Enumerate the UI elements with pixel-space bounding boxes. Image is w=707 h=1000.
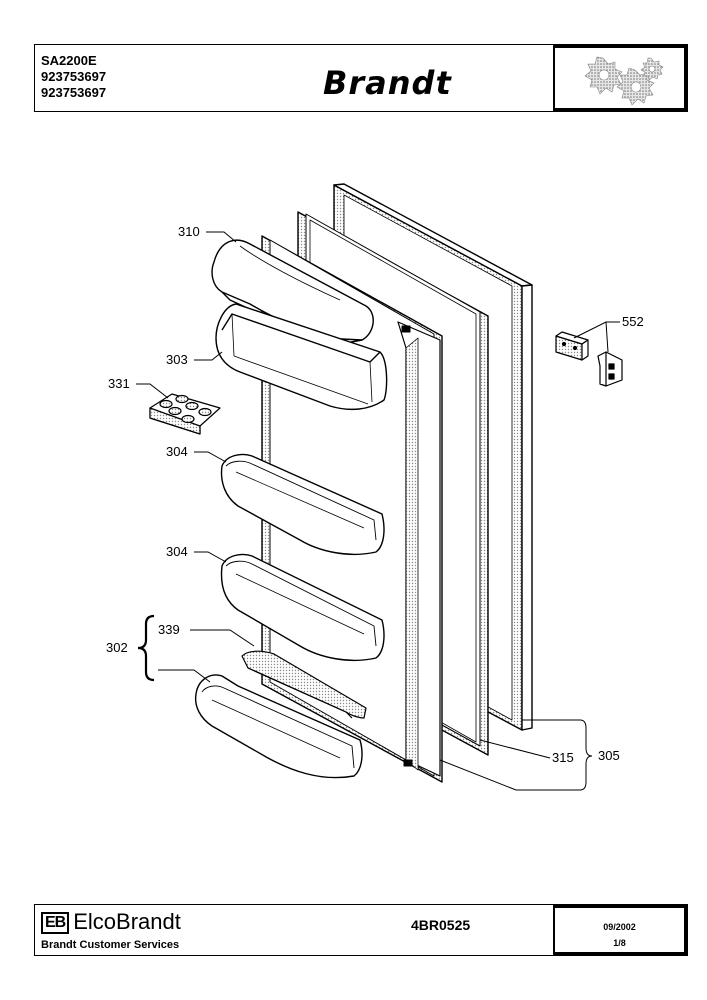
leader-lines <box>136 231 620 791</box>
document-reference: 4BR0525 <box>411 917 471 933</box>
part-303-shelf-tray <box>215 303 388 411</box>
page-number: 1/8 <box>613 938 626 948</box>
label-304-b: 304 <box>166 544 188 559</box>
part-304-bottle-rack-1 <box>220 453 385 555</box>
gears-box <box>553 45 687 111</box>
label-331: 331 <box>108 376 130 391</box>
customer-services: Brandt Customer Services <box>41 939 180 951</box>
company-mark: EB <box>41 912 70 934</box>
label-302: 302 <box>106 640 128 655</box>
label-305: 305 <box>598 748 620 763</box>
product-code-1: 923753697 <box>41 69 107 84</box>
brand-logo: Brandt <box>323 64 452 102</box>
label-303: 303 <box>166 352 188 367</box>
part-339-bottle-guard <box>241 650 367 719</box>
date-page-box: 09/2002 1/8 <box>553 905 687 955</box>
label-310: 310 <box>178 224 200 239</box>
label-304-a: 304 <box>166 444 188 459</box>
part-552-hinge-brackets <box>555 331 623 387</box>
document-date: 09/2002 <box>603 922 636 932</box>
gears-icon <box>584 56 664 106</box>
part-302-bottom-bottle-rack <box>194 674 363 779</box>
company-name: ElcoBrandt <box>73 909 181 934</box>
label-315: 315 <box>552 750 574 765</box>
header-block: SA2200E 923753697 923753697 Brandt <box>34 44 688 112</box>
model-number: SA2200E <box>41 53 97 68</box>
label-552: 552 <box>622 314 644 329</box>
part-304-bottle-rack-2 <box>220 553 385 661</box>
part-331-egg-tray <box>149 393 221 435</box>
model-info: SA2200E 923753697 923753697 <box>41 53 106 101</box>
product-code-2: 923753697 <box>41 85 107 100</box>
label-339: 339 <box>158 622 180 637</box>
